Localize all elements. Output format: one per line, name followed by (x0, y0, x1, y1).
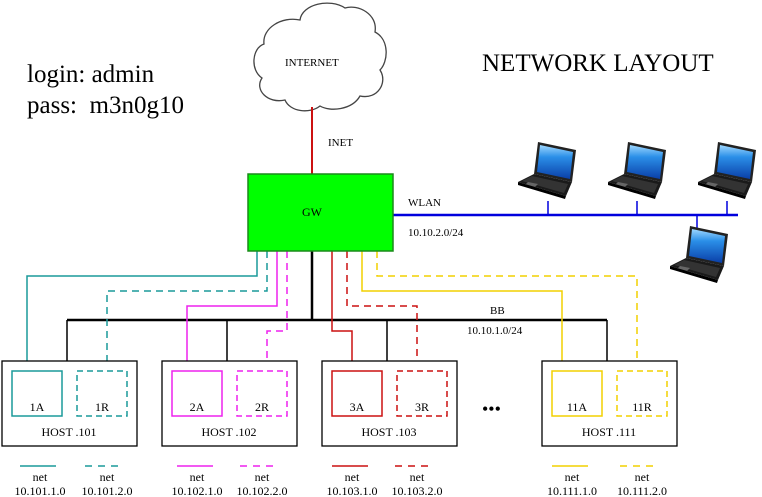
legend-word: net (345, 470, 360, 484)
host-box: 2A 2R HOST .102 (161, 360, 298, 447)
interface-r-box (616, 370, 668, 417)
hosts: 1A 1R HOST .101 2A 2R HOST .102 3A 3R HOST .103 1… (1, 360, 678, 447)
interface-a-label: 3A (350, 400, 365, 414)
legend-word: net (255, 470, 270, 484)
host-frame (1, 360, 138, 447)
net-link-dashed (376, 251, 638, 371)
legend-word: net (565, 470, 580, 484)
interface-a-box (171, 370, 223, 417)
net-link-solid (26, 251, 258, 371)
host-label: HOST .103 (361, 425, 416, 439)
legend-subnet: 10.102.2.0 (237, 484, 288, 497)
internet-label: INTERNET (285, 57, 339, 69)
interface-r-label: 1R (95, 400, 109, 414)
host-frame (321, 360, 458, 447)
net-link-dashed (346, 251, 418, 371)
interface-a-label: 1A (30, 400, 45, 414)
interface-r-label: 3R (415, 400, 429, 414)
host-label: HOST .101 (41, 425, 96, 439)
host-box: 11A 11R HOST .111 (541, 360, 678, 447)
interface-a-box (551, 370, 603, 417)
interface-a-label: 2A (190, 400, 205, 414)
interface-r-box (396, 370, 448, 417)
legend-word: net (410, 470, 425, 484)
net-link-dashed (106, 251, 268, 371)
laptop-icon (670, 226, 728, 283)
gateway-box (247, 173, 394, 252)
host-label: HOST .111 (582, 425, 636, 439)
internet-cloud-icon (253, 2, 387, 112)
legend-word: net (33, 470, 48, 484)
legend-subnet: 10.101.2.0 (82, 484, 133, 497)
more-hosts-ellipsis: ••• (482, 399, 501, 419)
wlan-label: WLAN (408, 197, 441, 209)
net-link-solid (361, 251, 563, 371)
interface-a-box (11, 370, 63, 417)
legend: net10.101.1.0net10.101.2.0net10.102.1.0n… (15, 465, 667, 497)
host-box: 3A 3R HOST .103 (321, 360, 458, 447)
interface-r-box (76, 370, 128, 417)
legend-subnet: 10.111.2.0 (617, 484, 667, 497)
laptop-icon (698, 142, 756, 199)
legend-subnet: 10.101.1.0 (15, 484, 66, 497)
login-text: login: admin (27, 61, 155, 88)
inet-label: INET (328, 137, 353, 149)
page-title: NETWORK LAYOUT (482, 50, 714, 77)
interface-r-label: 2R (255, 400, 269, 414)
net-link-solid (186, 251, 278, 371)
host-box: 1A 1R HOST .101 (1, 360, 138, 447)
host-net-links (26, 251, 638, 371)
interface-r-label: 11R (632, 400, 652, 414)
legend-subnet: 10.102.1.0 (172, 484, 223, 497)
interface-r-box (236, 370, 288, 417)
legend-word: net (190, 470, 205, 484)
wlan-subnet: 10.10.2.0/24 (408, 227, 464, 239)
legend-subnet: 10.103.2.0 (392, 484, 443, 497)
host-label: HOST .102 (201, 425, 256, 439)
net-link-dashed (266, 251, 288, 371)
legend-subnet: 10.111.1.0 (547, 484, 597, 497)
gateway-label: GW (302, 205, 323, 219)
laptop-icon (608, 142, 666, 199)
backbone-subnet: 10.10.1.0/24 (467, 325, 523, 337)
interface-a-label: 11A (567, 400, 588, 414)
host-frame (541, 360, 678, 447)
legend-subnet: 10.103.1.0 (327, 484, 378, 497)
backbone-label: BB (490, 305, 505, 317)
password-text: pass: m3n0g10 (27, 92, 184, 119)
net-link-solid (331, 251, 353, 371)
laptop-icon (518, 142, 576, 199)
legend-word: net (100, 470, 115, 484)
legend-word: net (635, 470, 650, 484)
interface-a-box (331, 370, 383, 417)
host-frame (161, 360, 298, 447)
